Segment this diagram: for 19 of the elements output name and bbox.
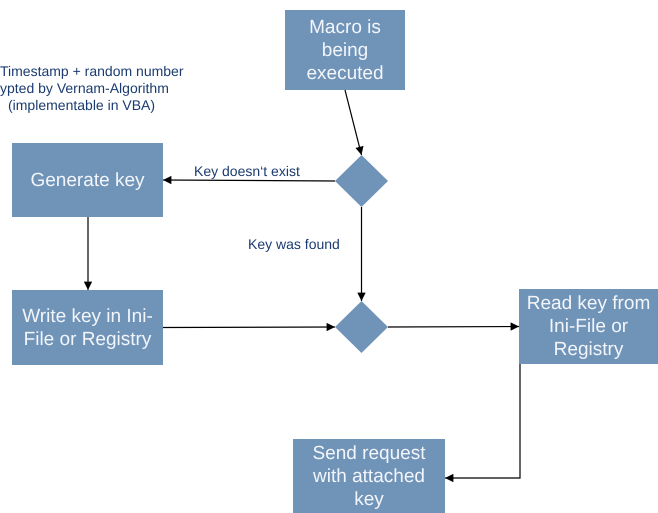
arrow: [163, 322, 335, 332]
process-box: Send request with attached key: [293, 439, 445, 513]
decision-diamond: [335, 155, 388, 207]
note-text: ypted by Vernam-Algorithm: [0, 80, 169, 97]
process-box: Macro is being executed: [285, 10, 405, 90]
edge-label: Key doesn‘t exist: [192, 163, 302, 179]
note-text: Timestamp + random number: [0, 63, 184, 80]
process-box: Generate key: [12, 143, 163, 217]
arrow: [163, 176, 335, 184]
edge-label: Key was found: [246, 236, 342, 252]
decision-diamond: [335, 301, 388, 353]
process-box: Write key in Ini-File or Registry: [12, 290, 163, 365]
arrow: [445, 364, 521, 482]
arrow: [388, 322, 519, 331]
arrow: [357, 207, 366, 301]
process-box: Read key from Ini-File or Registry: [519, 289, 658, 364]
arrow: [84, 217, 92, 290]
arrow: [344, 90, 364, 156]
note-text: (implementable in VBA): [8, 97, 156, 114]
